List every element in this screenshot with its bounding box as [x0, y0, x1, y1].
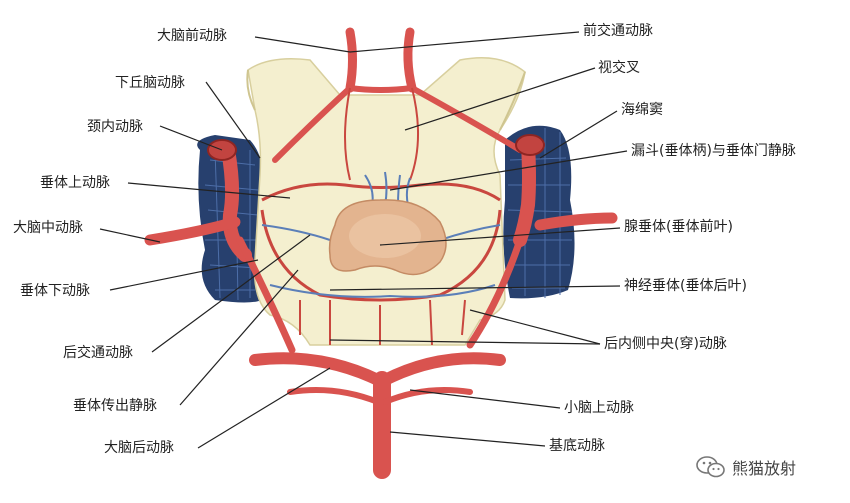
label-anterior-cerebral-artery: 大脑前动脉 — [157, 28, 227, 44]
label-superior-hypophyseal-artery: 垂体上动脉 — [40, 175, 110, 191]
internal-carotid-arteries — [221, 138, 536, 262]
label-hypophyseal-efferent-vein: 垂体传出静脉 — [73, 398, 157, 414]
hypophyseal-arterial-ring — [260, 87, 502, 346]
label-inferior-hypophyseal-artery: 垂体下动脉 — [20, 283, 90, 299]
right-ica-cut-end — [515, 134, 545, 156]
leader-lines — [99, 31, 628, 449]
label-cavernous-sinus: 海绵窦 — [621, 102, 663, 118]
adenohypophysis-highlight — [349, 214, 421, 258]
label-basilar-artery: 基底动脉 — [549, 438, 605, 454]
watermark: 熊猫放射 — [696, 455, 796, 479]
label-anterior-communicating-artery: 前交通动脉 — [583, 23, 653, 39]
label-posterior-communicating-artery: 后交通动脉 — [63, 345, 133, 361]
label-posteromedial-central-arteries: 后内侧中央(穿)动脉 — [604, 336, 727, 352]
portal-veins — [261, 171, 501, 298]
label-superior-cerebellar-artery: 小脑上动脉 — [564, 400, 634, 416]
watermark-text: 熊猫放射 — [732, 459, 797, 478]
label-internal-carotid-artery: 颈内动脉 — [87, 119, 143, 135]
label-optic-chiasm: 视交叉 — [598, 60, 640, 76]
posterior-circulation — [236, 236, 524, 479]
right-middle-cerebral-artery — [534, 212, 618, 231]
label-middle-cerebral-artery: 大脑中动脉 — [13, 220, 83, 236]
label-infundibulum-portal-veins: 漏斗(垂体柄)与垂体门静脉 — [631, 143, 796, 159]
left-middle-cerebral-artery — [144, 216, 241, 246]
wechat-icon — [696, 456, 725, 478]
label-posterior-cerebral-artery: 大脑后动脉 — [104, 440, 174, 456]
label-neurohypophysis: 神经垂体(垂体后叶) — [624, 278, 747, 294]
label-adenohypophysis: 腺垂体(垂体前叶) — [624, 219, 733, 235]
label-hypothalamic-artery: 下丘脑动脉 — [115, 75, 185, 91]
anterior-cerebral-arteries — [272, 27, 523, 163]
